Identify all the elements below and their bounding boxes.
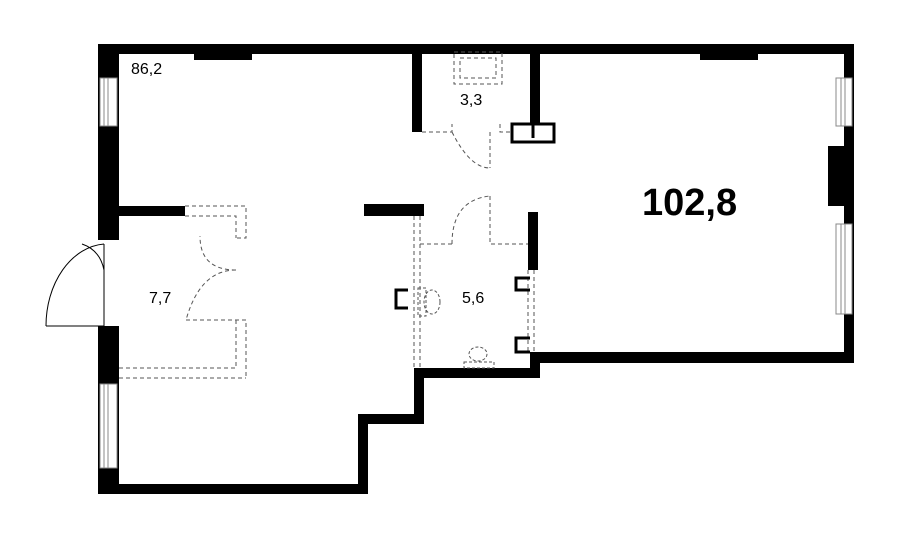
sink-icon: [463, 346, 495, 369]
wall-stubs: [394, 122, 556, 354]
area-vestibule: 7,7: [149, 290, 172, 307]
dashed-partitions: [119, 51, 535, 379]
area-main-hall: 86,2: [131, 61, 163, 78]
area-storage: 3,3: [460, 92, 483, 109]
toilet-icon: [417, 287, 441, 317]
interior-walls: [119, 44, 540, 270]
door-swing-icon: [45, 243, 105, 327]
window-icon: [99, 77, 853, 469]
total-area: 102,8: [642, 182, 738, 224]
outer-walls: [98, 44, 854, 494]
area-bathroom: 5,6: [462, 290, 485, 307]
